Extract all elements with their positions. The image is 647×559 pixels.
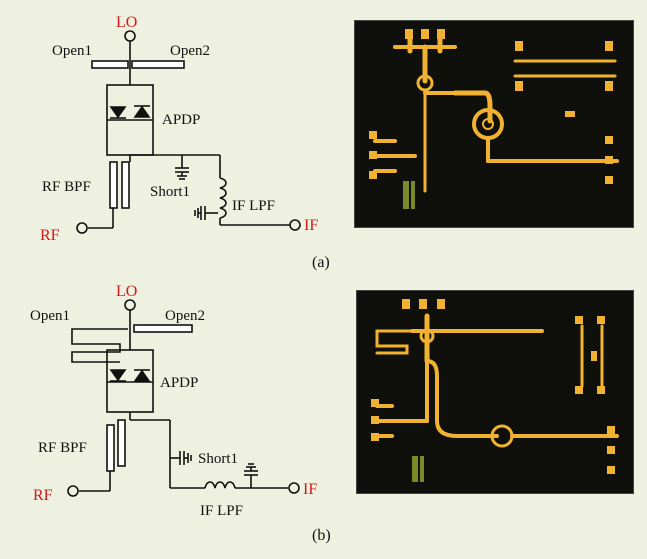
short1-label-a: Short1	[150, 184, 190, 200]
rf-bpf-label-b: RF BPF	[38, 440, 87, 456]
caption-a: (a)	[312, 254, 330, 271]
rf-bpf-line1-a	[109, 161, 118, 209]
lo-label-b: LO	[116, 283, 137, 300]
if-port-a	[289, 219, 301, 231]
diode2-a	[133, 105, 151, 118]
short1-cap-b	[170, 451, 192, 465]
if-lpf-coil-a	[219, 177, 227, 219]
if-label-b: IF	[303, 481, 317, 498]
if-lpf-cap-b	[244, 463, 258, 476]
open1-label-a: Open1	[52, 43, 92, 59]
if-label-a: IF	[304, 217, 318, 234]
short1-cap-a	[175, 167, 189, 180]
apdp-label-a: APDP	[162, 112, 200, 128]
short1-label-b: Short1	[198, 451, 238, 467]
rf-label-b: RF	[33, 487, 53, 504]
if-lpf-cap-a	[194, 206, 218, 220]
if-lpf-label-b: IF LPF	[200, 503, 243, 519]
caption-b: (b)	[312, 527, 331, 544]
lo-port-a	[124, 30, 136, 42]
open1-meander-b	[71, 328, 128, 363]
chip-micrograph-b-icon	[371, 299, 619, 482]
open2-label-a: Open2	[170, 43, 210, 59]
diode1-b	[109, 369, 127, 382]
open2-stub-a	[131, 60, 185, 69]
rf-bpf-line2-a	[121, 161, 130, 209]
diode1-a	[109, 106, 127, 119]
lo-label-a: LO	[116, 14, 137, 31]
open1-stub-a	[91, 60, 129, 69]
chip-photo-b	[356, 290, 634, 494]
rf-bpf-line2-b	[117, 419, 126, 467]
open2-stub-b	[133, 324, 193, 333]
if-lpf-coil-b	[204, 481, 236, 489]
diode2-b	[133, 369, 151, 382]
if-lpf-label-a: IF LPF	[232, 198, 275, 214]
rf-bpf-label-a: RF BPF	[42, 179, 91, 195]
rf-port-b	[67, 485, 79, 497]
if-port-b	[288, 482, 300, 494]
apdp-label-b: APDP	[160, 375, 198, 391]
open2-label-b: Open2	[165, 308, 205, 324]
rf-bpf-line1-b	[106, 424, 115, 472]
chip-photo-a	[354, 20, 634, 228]
chip-micrograph-a-icon	[369, 29, 619, 209]
rf-port-a	[76, 222, 88, 234]
lo-port-b	[124, 299, 136, 311]
open1-label-b: Open1	[30, 308, 70, 324]
rf-label-a: RF	[40, 227, 60, 244]
